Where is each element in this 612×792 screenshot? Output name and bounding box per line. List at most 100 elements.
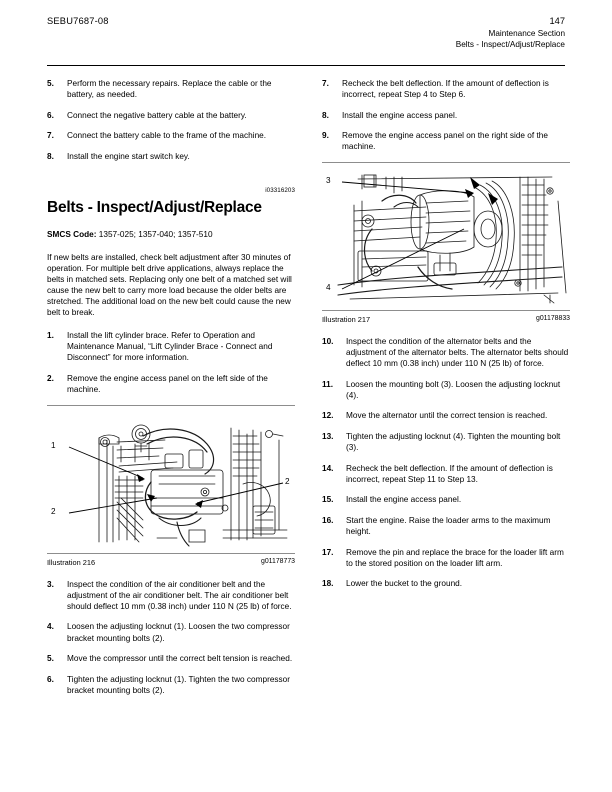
step-text: Install the engine access panel. [342, 110, 458, 120]
procedure-step-list-b: 3. Inspect the condition of the air cond… [47, 579, 295, 696]
step-text: Recheck the belt deflection. If the amou… [346, 463, 553, 484]
step-number: 11. [322, 379, 334, 389]
step-number: 4. [47, 622, 54, 632]
list-item: 10. Inspect the condition of the alterna… [322, 336, 570, 369]
smcs-value: 1357-025; 1357-040; 1357-510 [98, 229, 213, 239]
list-item: 18. Lower the bucket to the ground. [322, 578, 570, 589]
step-number: 1. [47, 331, 54, 341]
callout-2-right: 2 [285, 476, 290, 486]
step-text: Loosen the adjusting locknut (1). Loosen… [67, 622, 290, 643]
step-text: Loosen the mounting bolt (3). Loosen the… [346, 379, 561, 400]
list-item: 2. Remove the engine access panel on the… [47, 373, 295, 395]
step-text: Inspect the condition of the alternator … [346, 336, 569, 369]
step-number: 9. [322, 131, 329, 141]
step-number: 5. [47, 79, 54, 88]
step-text: Remove the engine access panel on the le… [67, 374, 268, 395]
step-text: Inspect the condition of the air conditi… [67, 579, 292, 611]
list-item: 11. Loosen the mounting bolt (3). Loosen… [322, 379, 570, 401]
list-item: 4. Loosen the adjusting locknut (1). Loo… [47, 621, 295, 643]
caption-label: Illustration 216 [47, 557, 96, 567]
illustration-top-divider [47, 404, 295, 406]
step-number: 8. [322, 110, 329, 120]
step-number: 7. [322, 79, 329, 88]
illustration-216-caption: Illustration 216 g01178773 [47, 557, 295, 570]
step-text: Start the engine. Raise the loader arms … [346, 516, 551, 537]
step-text: Tighten the adjusting locknut (4). Tight… [346, 432, 561, 453]
callout-1: 1 [51, 440, 56, 450]
list-item: 7. Recheck the belt deflection. If the a… [322, 78, 570, 100]
step-text: Recheck the belt deflection. If the amou… [342, 79, 549, 100]
graphic-code: g01178773 [261, 557, 295, 565]
step-number: 3. [47, 579, 54, 589]
list-item: 12. Move the alternator until the correc… [322, 410, 570, 421]
step-number: 17. [322, 547, 334, 557]
step-number: 8. [47, 151, 54, 161]
step-text: Install the engine start switch key. [67, 151, 190, 161]
step-text: Install the engine access panel. [346, 495, 462, 505]
step-number: 15. [322, 495, 334, 505]
right-column: 7. Recheck the belt deflection. If the a… [322, 78, 570, 599]
header-right-block: 147 Maintenance Section Belts - Inspect/… [456, 16, 565, 50]
list-item: 3. Inspect the condition of the air cond… [47, 579, 295, 612]
illustration-216-image: 1 2 2 [47, 409, 295, 550]
caption-label: Illustration 217 [322, 314, 371, 324]
step-number: 5. [47, 654, 54, 664]
list-item: 5. Perform the necessary repairs. Replac… [47, 78, 295, 100]
illustration-217-block: 3 4 Illustration 217 g01178833 [322, 161, 570, 327]
illustration-bottom-divider [47, 552, 295, 554]
step-number: 6. [47, 674, 54, 684]
step-text: Remove the pin and replace the brace for… [346, 547, 564, 568]
document-id: SEBU7687-08 [47, 16, 109, 26]
illustration-top-divider [322, 161, 570, 163]
section-reference-number: i03316203 [265, 187, 295, 195]
continued-step-list: 5. Perform the necessary repairs. Replac… [47, 78, 295, 162]
list-item: 9. Remove the engine access panel on the… [322, 130, 570, 152]
callout-2-left: 2 [51, 506, 56, 516]
page-number: 147 [549, 16, 565, 26]
step-text: Connect the negative battery cable at th… [67, 110, 247, 120]
step-number: 6. [47, 110, 54, 120]
illustration-216-block: 1 2 2 Illustration 216 g01178773 [47, 404, 295, 570]
step-text: Move the alternator until the correct te… [346, 411, 548, 421]
list-item: 8. Install the engine start switch key. [47, 151, 295, 162]
list-item: 1. Install the lift cylinder brace. Refe… [47, 330, 295, 363]
callout-4: 4 [326, 282, 331, 292]
left-column: 5. Perform the necessary repairs. Replac… [47, 78, 295, 705]
list-item: 16. Start the engine. Raise the loader a… [322, 515, 570, 537]
step-text: Install the lift cylinder brace. Refer t… [67, 331, 273, 363]
header-section: Maintenance Section [488, 28, 565, 38]
step-number: 2. [47, 374, 54, 383]
list-item: 8. Install the engine access panel. [322, 110, 570, 121]
illustration-217-image: 3 4 [322, 166, 570, 307]
header-divider [47, 65, 565, 66]
illustration-bottom-divider [322, 309, 570, 311]
smcs-code: SMCS Code: 1357-025; 1357-040; 1357-510 [47, 229, 295, 240]
list-item: 6. Connect the negative battery cable at… [47, 110, 295, 121]
list-item: 13. Tighten the adjusting locknut (4). T… [322, 431, 570, 453]
step-text: Perform the necessary repairs. Replace t… [67, 79, 272, 100]
list-item: 15. Install the engine access panel. [322, 494, 570, 505]
list-item: 6. Tighten the adjusting locknut (1). Ti… [47, 674, 295, 696]
graphic-code: g01178833 [536, 314, 570, 322]
step-text: Move the compressor until the correct be… [67, 654, 293, 664]
step-number: 13. [322, 432, 334, 442]
procedure-step-list-a: 1. Install the lift cylinder brace. Refe… [47, 330, 295, 395]
step-text: Tighten the adjusting locknut (1). Tight… [67, 674, 291, 695]
list-item: 7. Connect the battery cable to the fram… [47, 130, 295, 141]
step-number: 18. [322, 579, 334, 589]
illustration-217-caption: Illustration 217 g01178833 [322, 314, 570, 327]
list-item: 14. Recheck the belt deflection. If the … [322, 463, 570, 485]
page-header: SEBU7687-08 147 Maintenance Section Belt… [47, 16, 565, 60]
procedure-step-list-b: 10. Inspect the condition of the alterna… [322, 336, 570, 590]
callout-3: 3 [326, 175, 331, 185]
step-number: 10. [322, 336, 334, 346]
step-text: Lower the bucket to the ground. [346, 579, 463, 589]
procedure-step-list-a: 7. Recheck the belt deflection. If the a… [322, 78, 570, 152]
list-item: 17. Remove the pin and replace the brace… [322, 547, 570, 569]
step-number: 12. [322, 411, 334, 421]
step-text: Connect the battery cable to the frame o… [67, 131, 267, 141]
step-number: 14. [322, 463, 334, 473]
header-topic: Belts - Inspect/Adjust/Replace [455, 39, 565, 49]
step-text: Remove the engine access panel on the ri… [342, 131, 548, 152]
